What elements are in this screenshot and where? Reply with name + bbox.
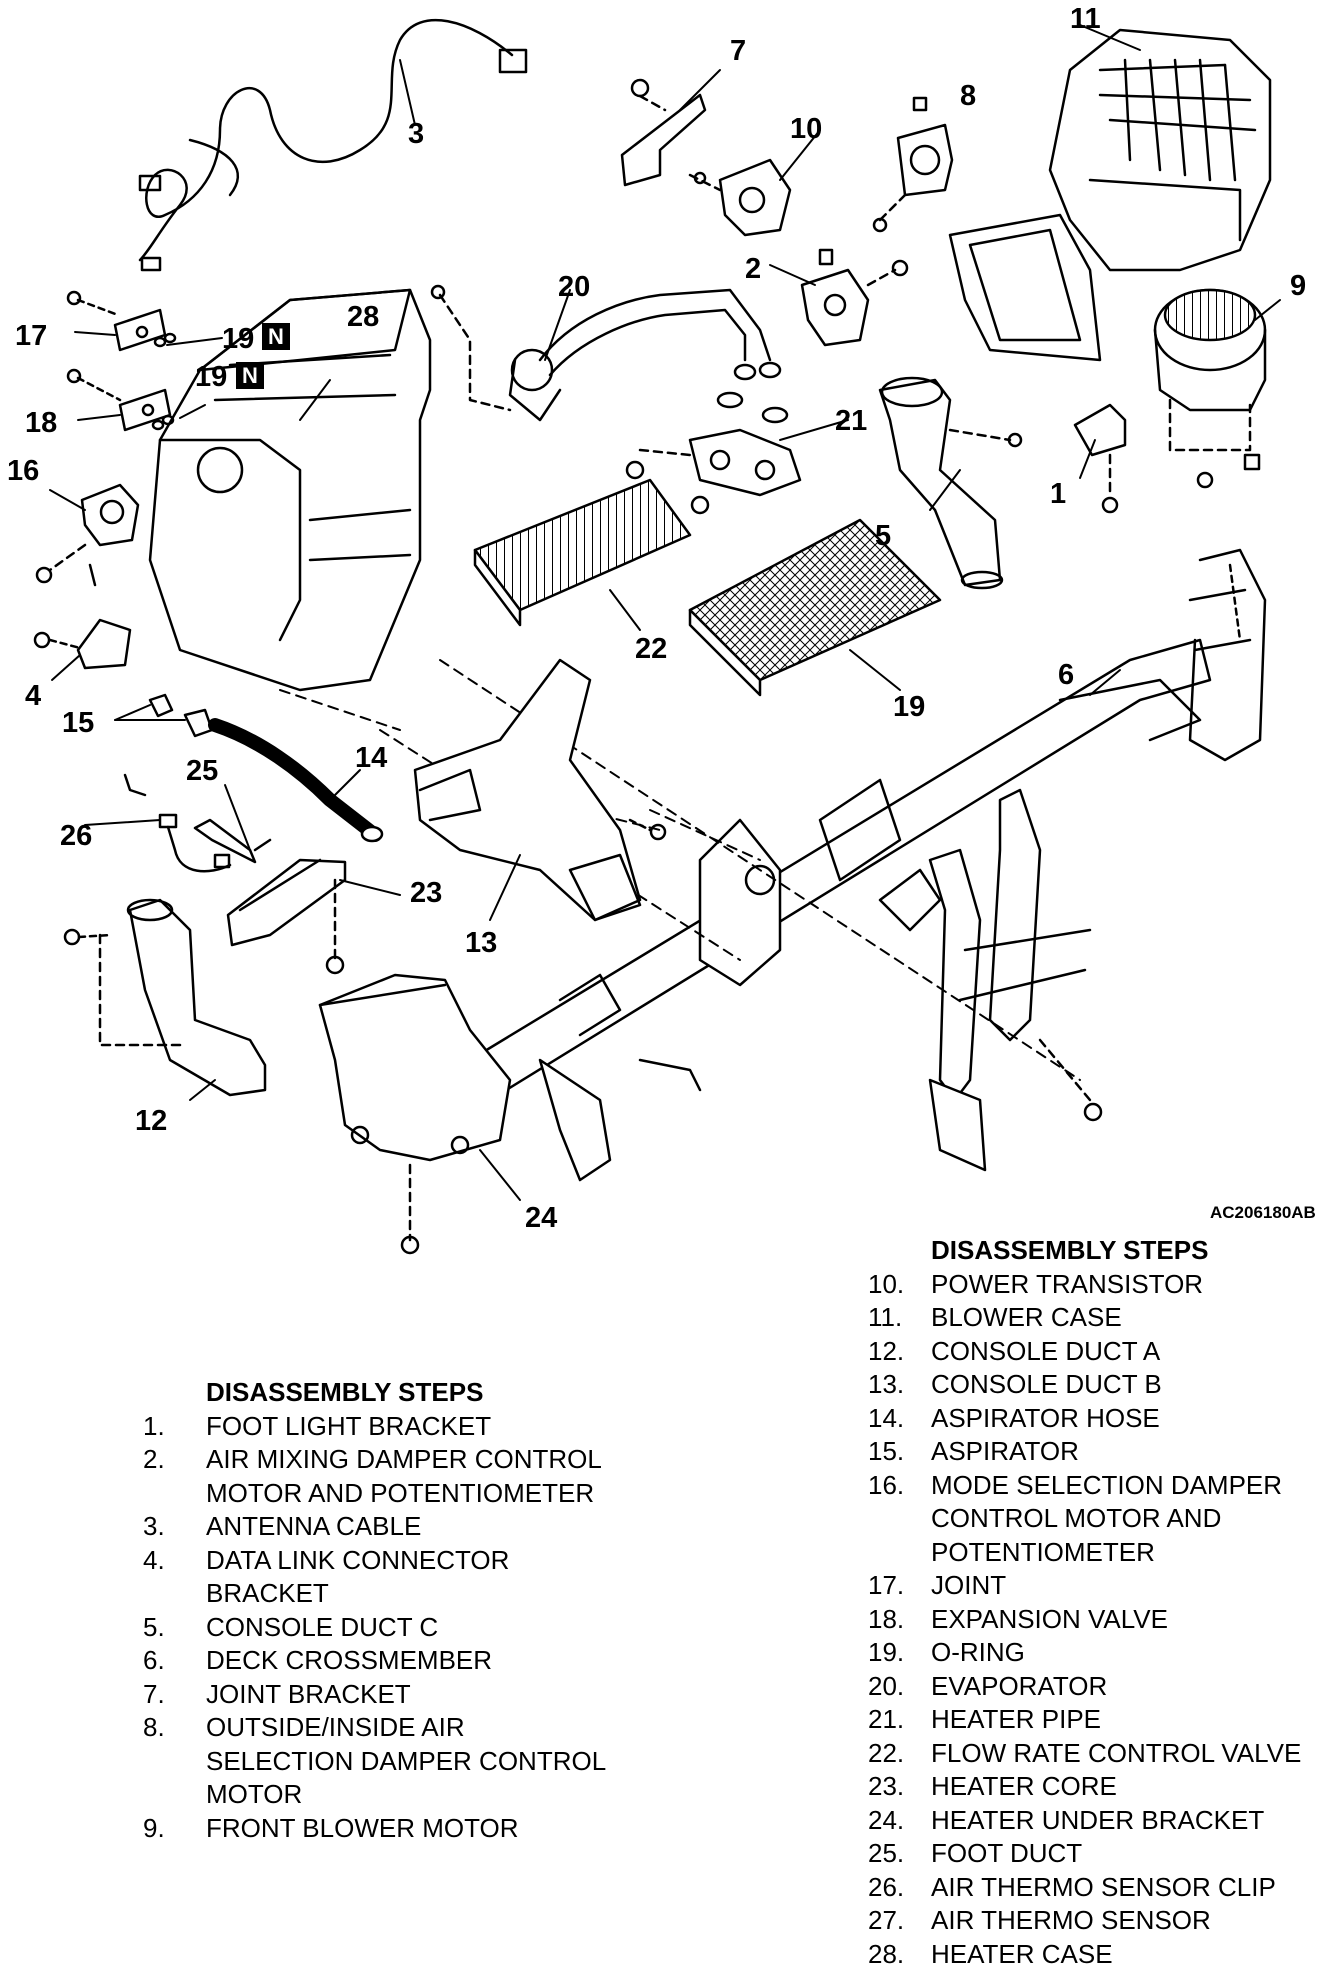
callout-11: 11 (1070, 3, 1101, 35)
step-item: 2.AIR MIXING DAMPER CONTROL MOTOR AND PO… (143, 1443, 703, 1510)
step-item: 19.O-RING (868, 1636, 1338, 1670)
callout-9: 9 (1290, 270, 1306, 302)
callout-20: 19 (893, 691, 925, 723)
step-item: 4.DATA LINK CONNECTOR BRACKET (143, 1544, 703, 1611)
step-item: 11.BLOWER CASE (868, 1301, 1338, 1335)
step-item: 26.AIR THERMO SENSOR CLIP (868, 1871, 1338, 1905)
step-item: 8.OUTSIDE/INSIDE AIR SELECTION DAMPER CO… (143, 1711, 703, 1812)
step-item: 15.ASPIRATOR (868, 1435, 1338, 1469)
step-item: 16.MODE SELECTION DAMPER CONTROL MOTOR A… (868, 1469, 1338, 1570)
step-item: 17.JOINT (868, 1569, 1338, 1603)
callout-8: 8 (960, 80, 976, 112)
disassembly-steps-right: DISASSEMBLY STEPS 10.POWER TRANSISTOR 11… (868, 1234, 1338, 1971)
step-item: 25.FOOT DUCT (868, 1837, 1338, 1871)
callout-16: 16 (7, 455, 39, 487)
callout-25: 24 (525, 1202, 557, 1234)
callout-2: 2 (745, 253, 761, 285)
callout-21: 20 (558, 271, 590, 303)
power-transistor-part (690, 160, 790, 235)
heater-core-part (475, 480, 690, 625)
step-item: 10.POWER TRANSISTOR (868, 1268, 1338, 1302)
n-badge-2: N (236, 362, 264, 389)
callout-6: 6 (1058, 659, 1074, 691)
callout-12: 12 (135, 1105, 167, 1137)
step-item: 21.HEATER PIPE (868, 1703, 1338, 1737)
step-item: 28.HEATER CASE (868, 1938, 1338, 1971)
exploded-parts-diagram: 7 3 10 8 11 2 9 20 28 17 19 N 19 N 18 21… (0, 0, 1344, 1260)
air-thermo-sensor-clip-part (195, 820, 270, 862)
aspirator-part (150, 695, 212, 736)
heater-under-bracket-part (228, 860, 345, 973)
callout-3: 3 (408, 118, 424, 150)
callout-4: 4 (25, 680, 41, 712)
joint-bracket-part (622, 80, 705, 185)
n-badge-1: N (262, 323, 290, 350)
evaporator-part (690, 520, 940, 695)
step-item: 5.CONSOLE DUCT C (143, 1611, 703, 1645)
foot-duct-part (320, 975, 510, 1253)
antenna-cable-part (140, 20, 526, 270)
step-item: 14.ASPIRATOR HOSE (868, 1402, 1338, 1436)
callout-28: 28 (347, 301, 379, 333)
step-item: 12.CONSOLE DUCT A (868, 1335, 1338, 1369)
callout-5: 5 (875, 520, 891, 552)
callout-14: 14 (355, 742, 387, 774)
step-item: 23.HEATER CORE (868, 1770, 1338, 1804)
step-item: 22.FLOW RATE CONTROL VALVE (868, 1737, 1338, 1771)
air-selection-motor-part (874, 98, 952, 231)
figure-code: AC206180AB (1210, 1203, 1316, 1222)
callout-18: 18 (25, 407, 57, 439)
step-item: 9.FRONT BLOWER MOTOR (143, 1812, 703, 1846)
callout-13: 13 (465, 927, 497, 959)
step-item: 20.EVAPORATOR (868, 1670, 1338, 1704)
callout-19b: 19 (195, 361, 227, 393)
callout-22: 21 (835, 405, 867, 437)
disassembly-steps-left: DISASSEMBLY STEPS 1.FOOT LIGHT BRACKET 2… (143, 1376, 703, 1845)
callout-1: 1 (1050, 478, 1066, 510)
callout-7: 7 (730, 35, 746, 67)
step-item: 7.JOINT BRACKET (143, 1678, 703, 1712)
data-link-bracket-part (35, 620, 130, 668)
console-duct-b-part (415, 660, 665, 920)
callout-24: 23 (410, 877, 442, 909)
step-item: 27.AIR THERMO SENSOR (868, 1904, 1338, 1938)
mode-selection-motor-part (37, 485, 138, 585)
step-item: 6.DECK CROSSMEMBER (143, 1644, 703, 1678)
callout-15: 15 (62, 707, 94, 739)
callout-19a: 19 (222, 323, 254, 355)
svg-text:N: N (268, 324, 284, 349)
svg-text:N: N (242, 363, 258, 388)
front-blower-motor-part (1155, 290, 1265, 487)
foot-light-bracket-part (1075, 405, 1125, 512)
step-item: 24.HEATER UNDER BRACKET (868, 1804, 1338, 1838)
steps-heading: DISASSEMBLY STEPS (143, 1376, 703, 1410)
callout-17: 17 (15, 320, 47, 352)
heater-pipe-part (432, 286, 780, 420)
callout-26: 25 (186, 755, 218, 787)
callout-23: 22 (635, 633, 667, 665)
step-item: 1.FOOT LIGHT BRACKET (143, 1410, 703, 1444)
callout-27: 26 (60, 820, 92, 852)
step-item: 3.ANTENNA CABLE (143, 1510, 703, 1544)
joint-part (68, 292, 165, 350)
step-item: 13.CONSOLE DUCT B (868, 1368, 1338, 1402)
step-item: 18.EXPANSION VALVE (868, 1603, 1338, 1637)
steps-heading: DISASSEMBLY STEPS (868, 1234, 1338, 1268)
callout-10: 10 (790, 113, 822, 145)
air-mixing-motor-part (802, 250, 907, 345)
